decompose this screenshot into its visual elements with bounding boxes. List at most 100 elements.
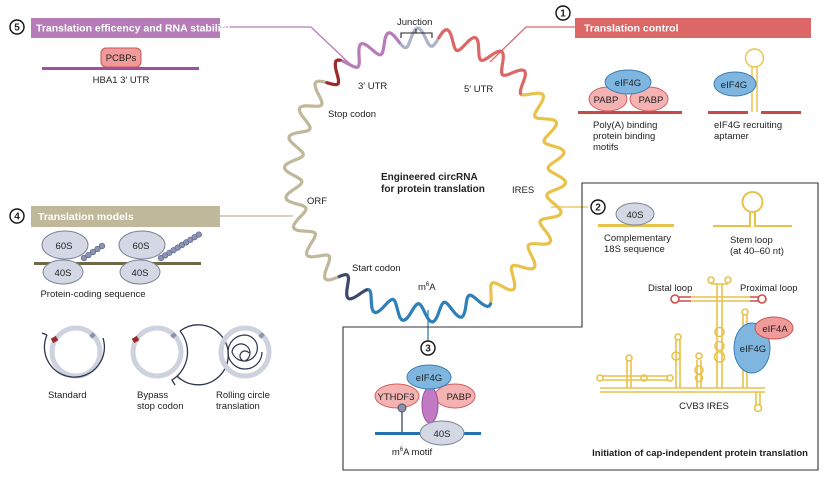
pcbps-protein	[100, 47, 142, 68]
coding-strand	[34, 262, 201, 265]
title-line1: Engineered circRNA	[381, 172, 478, 183]
eif4a-label: eIF4A	[762, 324, 788, 335]
model-rolling-caption-1: Rolling circle	[216, 390, 270, 401]
panel-4-header: Translation models	[38, 211, 134, 223]
panel-3-number: 3	[425, 344, 431, 355]
cvb3-ires-label: CVB3 IRES	[679, 401, 729, 412]
rolling-spiral-path	[227, 334, 263, 370]
eif4g-aptamer-protein	[713, 71, 757, 97]
model-standard-caption: Standard	[48, 390, 87, 401]
ires-segment	[488, 91, 568, 306]
peptide-bead	[98, 242, 106, 250]
stem-loop-caption-2: (at 40–60 nt)	[730, 246, 784, 257]
m6a-segment	[365, 287, 493, 324]
stop-codon-label: Stop codon	[328, 109, 376, 120]
ribosome-40s-p2	[615, 202, 655, 226]
eif4g-p3-protein	[406, 364, 452, 390]
hba1-label: HBA1 3′ UTR	[93, 75, 150, 86]
complementary-strand	[598, 224, 674, 227]
proximal-loop-label: Proximal loop	[740, 283, 798, 294]
model-bypass-caption-2: stop codon	[137, 401, 183, 412]
model-bypass-caption-1: Bypass	[137, 390, 168, 401]
peptide-bead	[94, 245, 101, 253]
distal-loop-label: Distal loop	[648, 283, 692, 294]
panel-2: 2 40S Complementary 18S sequence Stem lo…	[590, 191, 808, 459]
ythdf3-label: YTHDF3	[378, 392, 415, 403]
eif4g-p3-label: eIF4G	[416, 373, 442, 384]
proximal-loop	[757, 294, 767, 304]
linker-protein	[421, 386, 439, 424]
panel-4-number: 4	[14, 212, 20, 223]
bypass-circle	[130, 325, 184, 379]
ribosome-40s-p3	[419, 420, 465, 446]
hba1-utr-strand	[42, 67, 199, 70]
bypass-outer-path	[176, 324, 229, 386]
junction-label: Junction	[397, 17, 432, 28]
panel-1: 1 Translation control eIF4G PABP PABP Po…	[555, 5, 811, 153]
rolling-start-codon	[258, 332, 265, 339]
polya-caption-1: Poly(A) binding	[593, 120, 657, 131]
complementary-caption-1: Complementary	[604, 233, 671, 244]
panel-2-number: 2	[595, 203, 601, 214]
ribosome-1-40s	[42, 259, 84, 285]
pabp-right-label: PABP	[639, 95, 664, 106]
aptamer-stem	[751, 66, 758, 112]
connector-1	[489, 26, 575, 63]
cvb3-ires-structure	[596, 276, 765, 413]
model-standard	[41, 325, 106, 379]
stem-loop-strand	[713, 212, 792, 227]
panel-5-header-bar	[31, 18, 220, 38]
model-rolling-caption-2: translation	[216, 401, 260, 412]
panel-4: 4 Translation models 60S 40S 60S 40S Pro…	[9, 206, 272, 412]
bypass-inner-path	[171, 330, 189, 386]
aptamer-caption-2: aptamer	[714, 131, 749, 142]
aptamer-strand-left	[708, 111, 748, 114]
ribosome-1-60s	[41, 230, 89, 260]
peptide-bead	[85, 251, 92, 259]
aptamer-caption-1: eIF4G recruiting	[714, 120, 782, 131]
ribosome-1-40s-label: 40S	[55, 268, 72, 279]
standard-arrow-tick	[41, 332, 48, 336]
peptide-chains	[80, 231, 202, 262]
panel-5-header: Translation efficency and RNA stability	[36, 23, 230, 35]
ythdf3-protein	[374, 383, 420, 409]
junction-segment	[399, 26, 440, 50]
utr5-segment	[437, 28, 528, 97]
pabp-p3-label: PABP	[447, 392, 472, 403]
panel-5-number-badge	[9, 19, 25, 35]
stop-codon-segment	[325, 58, 343, 87]
junction-bracket	[400, 29, 433, 38]
peptide-bead	[89, 248, 97, 256]
ribosome-40s-p2-label: 40S	[627, 210, 644, 221]
polya-strand	[578, 111, 682, 114]
ribosome-2-40s-label: 40S	[132, 268, 149, 279]
aptamer-loop	[744, 48, 765, 68]
orf-segment	[282, 79, 339, 282]
cap-independent-box	[342, 182, 819, 471]
panel-1-number: 1	[560, 9, 566, 20]
stem-loop-head	[741, 191, 764, 213]
eif4g-ires-label: eIF4G	[740, 344, 766, 355]
model-rolling-circle	[218, 325, 272, 379]
pabp-left-label: PABP	[594, 95, 619, 106]
connector-5	[220, 26, 351, 65]
ribosome-2-40s	[119, 259, 161, 285]
peptide-bead	[80, 254, 88, 262]
standard-circle	[49, 325, 103, 379]
polya-caption-2: protein binding	[593, 131, 655, 142]
ribosome-40s-p3-label: 40S	[434, 429, 451, 440]
circrna-ring	[282, 26, 568, 324]
m6a-motif-label: m6A motif	[392, 447, 433, 458]
panel-5-number: 5	[14, 23, 20, 34]
utr3-segment	[341, 30, 401, 69]
panel-4-header-bar	[31, 206, 220, 227]
ires-label: IRES	[512, 185, 534, 196]
eif4g-protein	[604, 69, 652, 95]
ribosome-2-60s	[118, 230, 166, 260]
panel-3: 3 eIF4G YTHDF3 PABP 40S m6A motif	[374, 340, 481, 458]
m6a-label: m6A	[418, 282, 436, 293]
panel-5: 5 Translation efficency and RNA stabilit…	[9, 18, 230, 86]
panel-1-number-badge	[555, 5, 571, 21]
ribosome-1-60s-label: 60S	[56, 241, 73, 252]
